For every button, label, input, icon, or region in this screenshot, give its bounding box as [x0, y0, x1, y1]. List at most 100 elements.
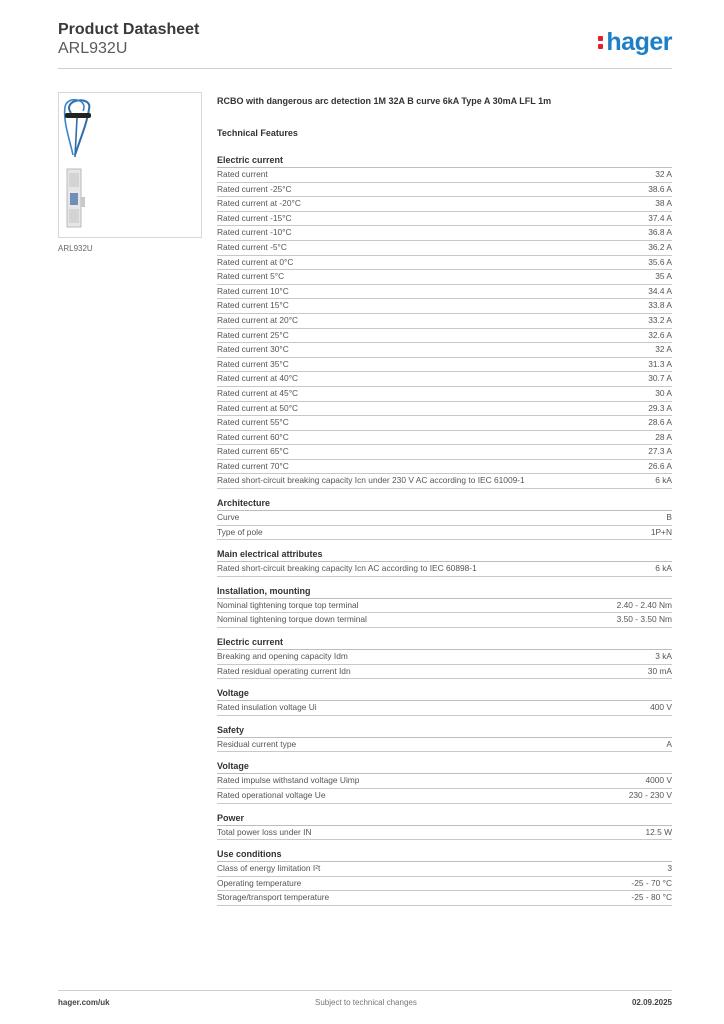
footer-website[interactable]: hager.com/uk — [58, 998, 110, 1007]
spec-label: Operating temperature — [217, 877, 302, 888]
section-title: Electric current — [217, 154, 672, 168]
spec-label: Breaking and opening capacity Idm — [217, 651, 348, 662]
logo-dots-icon — [598, 32, 604, 50]
specifications: RCBO with dangerous arc detection 1M 32A… — [217, 96, 672, 906]
section-title: Use conditions — [217, 848, 672, 863]
spec-label: Rated current -25°C — [217, 183, 292, 194]
spec-value: 30.7 A — [648, 373, 672, 384]
section-title: Main electrical attributes — [217, 548, 672, 563]
spec-row: Rated current -5°C 36.2 A — [217, 241, 672, 256]
spec-label: Rated current -15°C — [217, 212, 292, 223]
spec-label: Rated current at 50°C — [217, 402, 299, 413]
section-title: Architecture — [217, 497, 672, 512]
spec-row: Rated current 15°C 33.8 A — [217, 299, 672, 314]
spec-label: Rated current at 20°C — [217, 314, 299, 325]
spec-value: 34.4 A — [648, 285, 672, 296]
spec-label: Nominal tightening torque down terminal — [217, 614, 367, 625]
image-caption: ARL932U — [58, 244, 93, 253]
page-header: Product Datasheet ARL932U — [58, 20, 199, 58]
spec-value: 230 - 230 V — [628, 790, 672, 800]
spec-row: Storage/transport temperature-25 - 80 °C — [217, 891, 672, 906]
section-title: Voltage — [217, 760, 672, 775]
spec-value: 28.6 A — [648, 417, 672, 428]
spec-label: Rated current 10°C — [217, 285, 289, 296]
product-image — [58, 92, 202, 238]
spec-value: 30 mA — [647, 665, 672, 676]
spec-label: Storage/transport temperature — [217, 892, 330, 903]
hager-logo: hager — [598, 28, 672, 57]
spec-label: Type of pole — [217, 526, 263, 537]
spec-label: Rated current -10°C — [217, 227, 292, 238]
spec-label: Rated current at -20°C — [217, 198, 301, 209]
spec-value: 33.2 A — [648, 314, 672, 325]
spec-label: Rated short-circuit breaking capacity Ic… — [217, 563, 477, 574]
spec-label: Rated current 30°C — [217, 344, 289, 355]
spec-value: 6 kA — [655, 563, 672, 574]
spec-row: Rated current at 20°C 33.2 A — [217, 314, 672, 329]
spec-label: Rated current 15°C — [217, 300, 289, 311]
technical-features-title: Technical Features — [217, 128, 298, 138]
spec-label: Rated current 65°C — [217, 446, 289, 457]
spec-value: 35 A — [655, 271, 672, 282]
spec-row: Rated current at 40°C 30.7 A — [217, 372, 672, 387]
spec-label: Rated current 5°C — [217, 271, 285, 282]
section-title: Power — [217, 812, 672, 826]
spec-value: 36.2 A — [648, 241, 672, 252]
spec-value: 32 A — [655, 344, 672, 355]
spec-value: 38.6 A — [648, 183, 672, 194]
spec-value: 30 A — [655, 387, 672, 398]
spec-row: Rated current -15°C 37.4 A — [217, 212, 672, 227]
spec-value: -25 - 70 °C — [631, 877, 672, 888]
spec-value: 33.8 A — [648, 300, 672, 311]
spec-value: 29.3 A — [648, 402, 672, 413]
section-title: Voltage — [217, 687, 672, 702]
spec-value: 400 V — [650, 702, 672, 713]
spec-row: Rated current 30°C 32 A — [217, 343, 672, 358]
rcbo-device-illustration — [63, 99, 91, 228]
spec-value: 32 A — [655, 169, 672, 179]
spec-label: Rated current 70°C — [217, 460, 289, 471]
spec-row: Rated current 55°C 28.6 A — [217, 416, 672, 431]
spec-value: 3 — [667, 863, 672, 874]
spec-label: Rated short-circuit breaking capacity Ic… — [217, 475, 525, 486]
document-title: Product Datasheet — [58, 21, 200, 38]
spec-label: Rated current at 40°C — [217, 373, 299, 384]
spec-label: Rated current 25°C — [217, 329, 289, 340]
spec-label: Rated operational voltage Ue — [217, 790, 326, 800]
spec-value: 26.6 A — [648, 460, 672, 471]
spec-value: 37.4 A — [648, 212, 672, 223]
spec-row: Rated current -25°C 38.6 A — [217, 183, 672, 198]
spec-row: Rated short-circuit breaking capacity Ic… — [217, 562, 672, 577]
footer-divider — [58, 990, 672, 991]
spec-label: Rated current 55°C — [217, 417, 289, 428]
spec-label: Rated current -5°C — [217, 241, 287, 252]
spec-row: Rated short-circuit breaking capacity Ic… — [217, 474, 672, 490]
product-description: RCBO with dangerous arc detection 1M 32A… — [217, 96, 552, 106]
spec-row: Rated current at -20°C 38 A — [217, 197, 672, 212]
section-title: Safety — [217, 724, 672, 738]
section-title: Electric current — [217, 636, 672, 651]
spec-label: Rated current at 0°C — [217, 256, 294, 267]
spec-value: 38 A — [655, 198, 672, 209]
spec-row: Operating temperature -25 - 70 °C — [217, 877, 672, 892]
spec-row: Rated current at 50°C 29.3 A — [217, 402, 672, 417]
